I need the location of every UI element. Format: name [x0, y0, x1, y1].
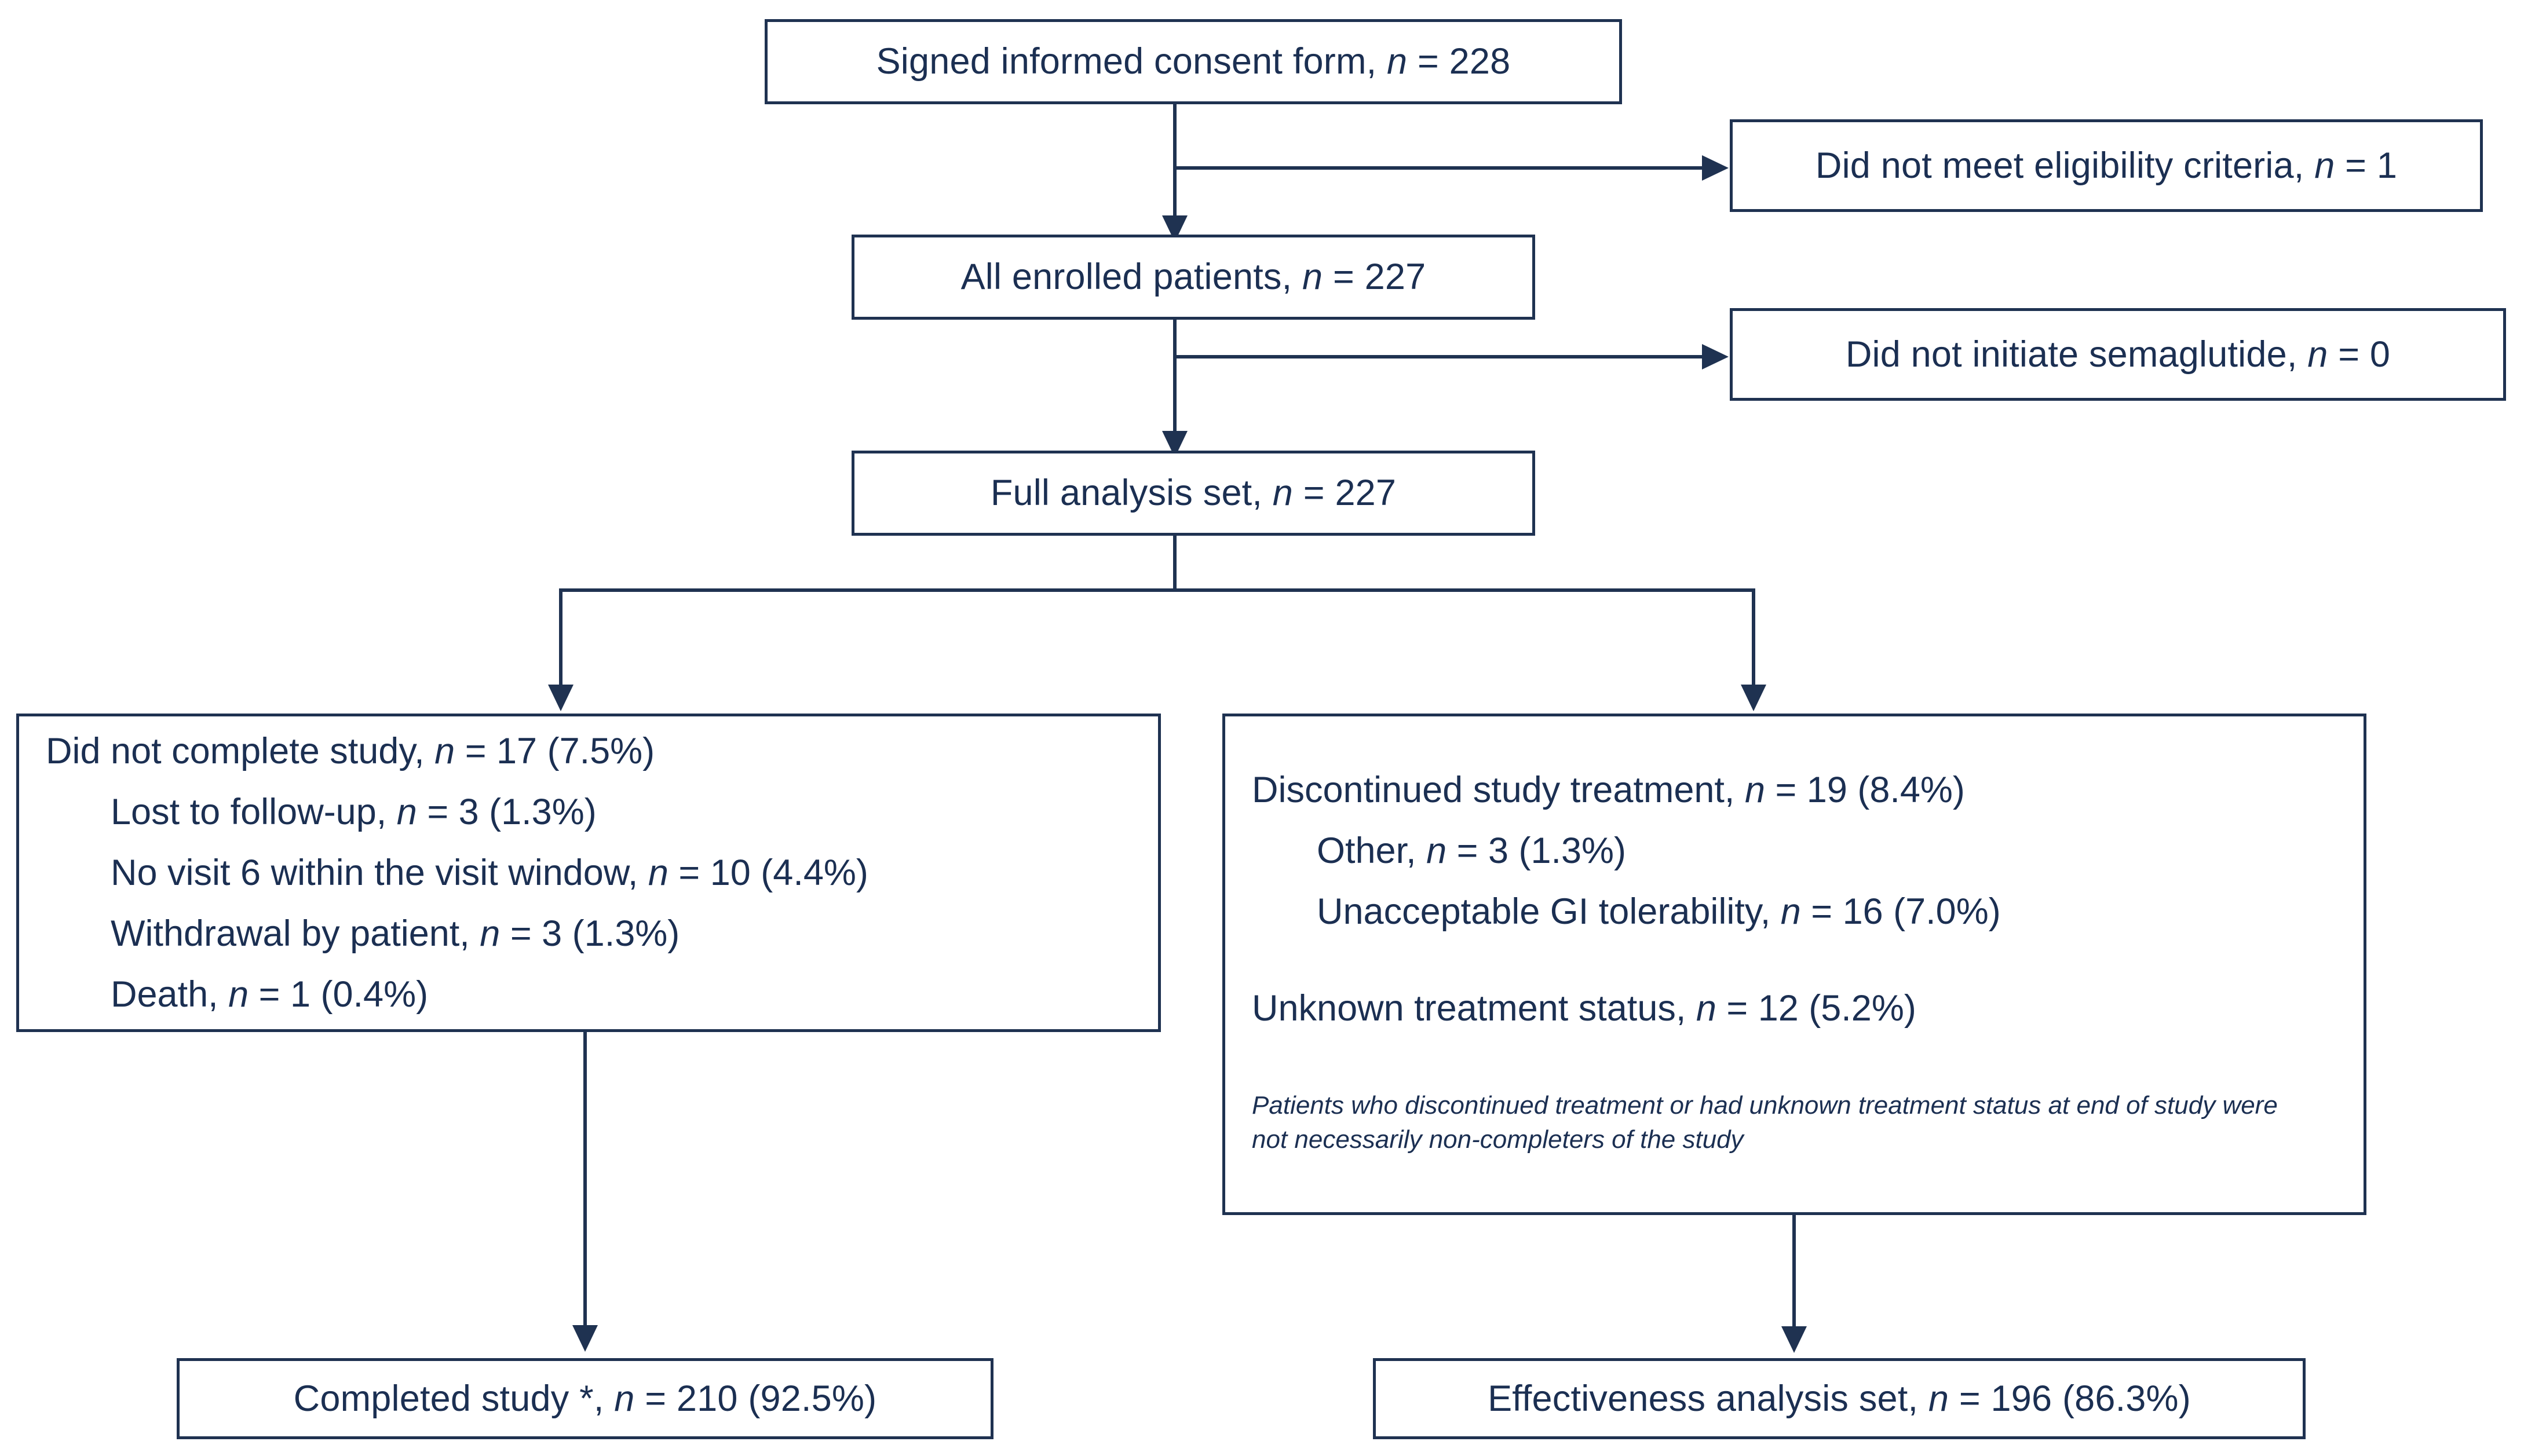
node-effectiveness-analysis-set[interactable]: Effectiveness analysis set, n = 196 (86.…	[1373, 1358, 2306, 1439]
node-not-initiated-label: Did not initiate semaglutide, n = 0	[1845, 334, 2391, 375]
arrowhead-to-completed	[572, 1325, 598, 1352]
connector-fas-stem	[1173, 536, 1177, 591]
connector-branch-bus	[559, 588, 1755, 592]
node-signed-consent-label: Signed informed consent form, n = 228	[876, 41, 1511, 82]
connector-branch-right-drop	[1752, 588, 1755, 687]
list-item: Unknown treatment status, n = 12 (5.2%)	[1252, 987, 1916, 1029]
arrowhead-to-not-completed	[548, 685, 574, 711]
list-item: Lost to follow-up, n = 3 (1.3%)	[111, 791, 597, 832]
node-full-analysis-set-label: Full analysis set, n = 227	[990, 473, 1397, 514]
node-not-eligible[interactable]: Did not meet eligibility criteria, n = 1	[1730, 119, 2483, 212]
connector-discontinued-to-effectiveness	[1792, 1215, 1796, 1331]
arrowhead-to-not-initiated	[1702, 344, 1729, 370]
arrowhead-to-not-eligible	[1702, 155, 1729, 181]
list-item: Did not complete study, n = 17 (7.5%)	[46, 730, 655, 771]
connector-consent-to-not-eligible	[1173, 166, 1706, 170]
list-item: Withdrawal by patient, n = 3 (1.3%)	[111, 913, 680, 954]
node-not-eligible-label: Did not meet eligibility criteria, n = 1	[1815, 145, 2398, 186]
node-signed-consent[interactable]: Signed informed consent form, n = 228	[765, 19, 1622, 104]
list-item: Unacceptable GI tolerability, n = 16 (7.…	[1317, 891, 2001, 932]
list-item: Discontinued study treatment, n = 19 (8.…	[1252, 769, 1965, 810]
node-all-enrolled[interactable]: All enrolled patients, n = 227	[852, 235, 1535, 320]
node-completed-study[interactable]: Completed study *, n = 210 (92.5%)	[177, 1358, 993, 1439]
list-item: Other, n = 3 (1.3%)	[1317, 830, 1627, 871]
node-full-analysis-set[interactable]: Full analysis set, n = 227	[852, 451, 1535, 536]
node-completed-study-label: Completed study *, n = 210 (92.5%)	[293, 1378, 877, 1419]
connector-enrolled-stem	[1173, 320, 1177, 453]
arrowhead-to-discontinued	[1741, 685, 1766, 711]
list-item: No visit 6 within the visit window, n = …	[111, 852, 868, 893]
connector-branch-left-drop	[559, 588, 562, 687]
connector-enrolled-to-not-initiated	[1173, 355, 1706, 358]
node-discontinued-footnote: Patients who discontinued treatment or h…	[1252, 1091, 2278, 1154]
node-did-not-complete-study[interactable]: Did not complete study, n = 17 (7.5%) Lo…	[16, 714, 1161, 1032]
node-all-enrolled-label: All enrolled patients, n = 227	[960, 257, 1426, 298]
connector-not-completed-to-completed	[583, 1032, 587, 1327]
node-effectiveness-analysis-set-label: Effectiveness analysis set, n = 196 (86.…	[1488, 1378, 2191, 1419]
connector-consent-stem	[1173, 104, 1177, 237]
arrowhead-to-effectiveness	[1781, 1326, 1807, 1353]
node-not-initiated[interactable]: Did not initiate semaglutide, n = 0	[1730, 308, 2506, 401]
node-discontinued-study-treatment[interactable]: Discontinued study treatment, n = 19 (8.…	[1222, 714, 2366, 1215]
list-item: Death, n = 1 (0.4%)	[111, 974, 429, 1015]
